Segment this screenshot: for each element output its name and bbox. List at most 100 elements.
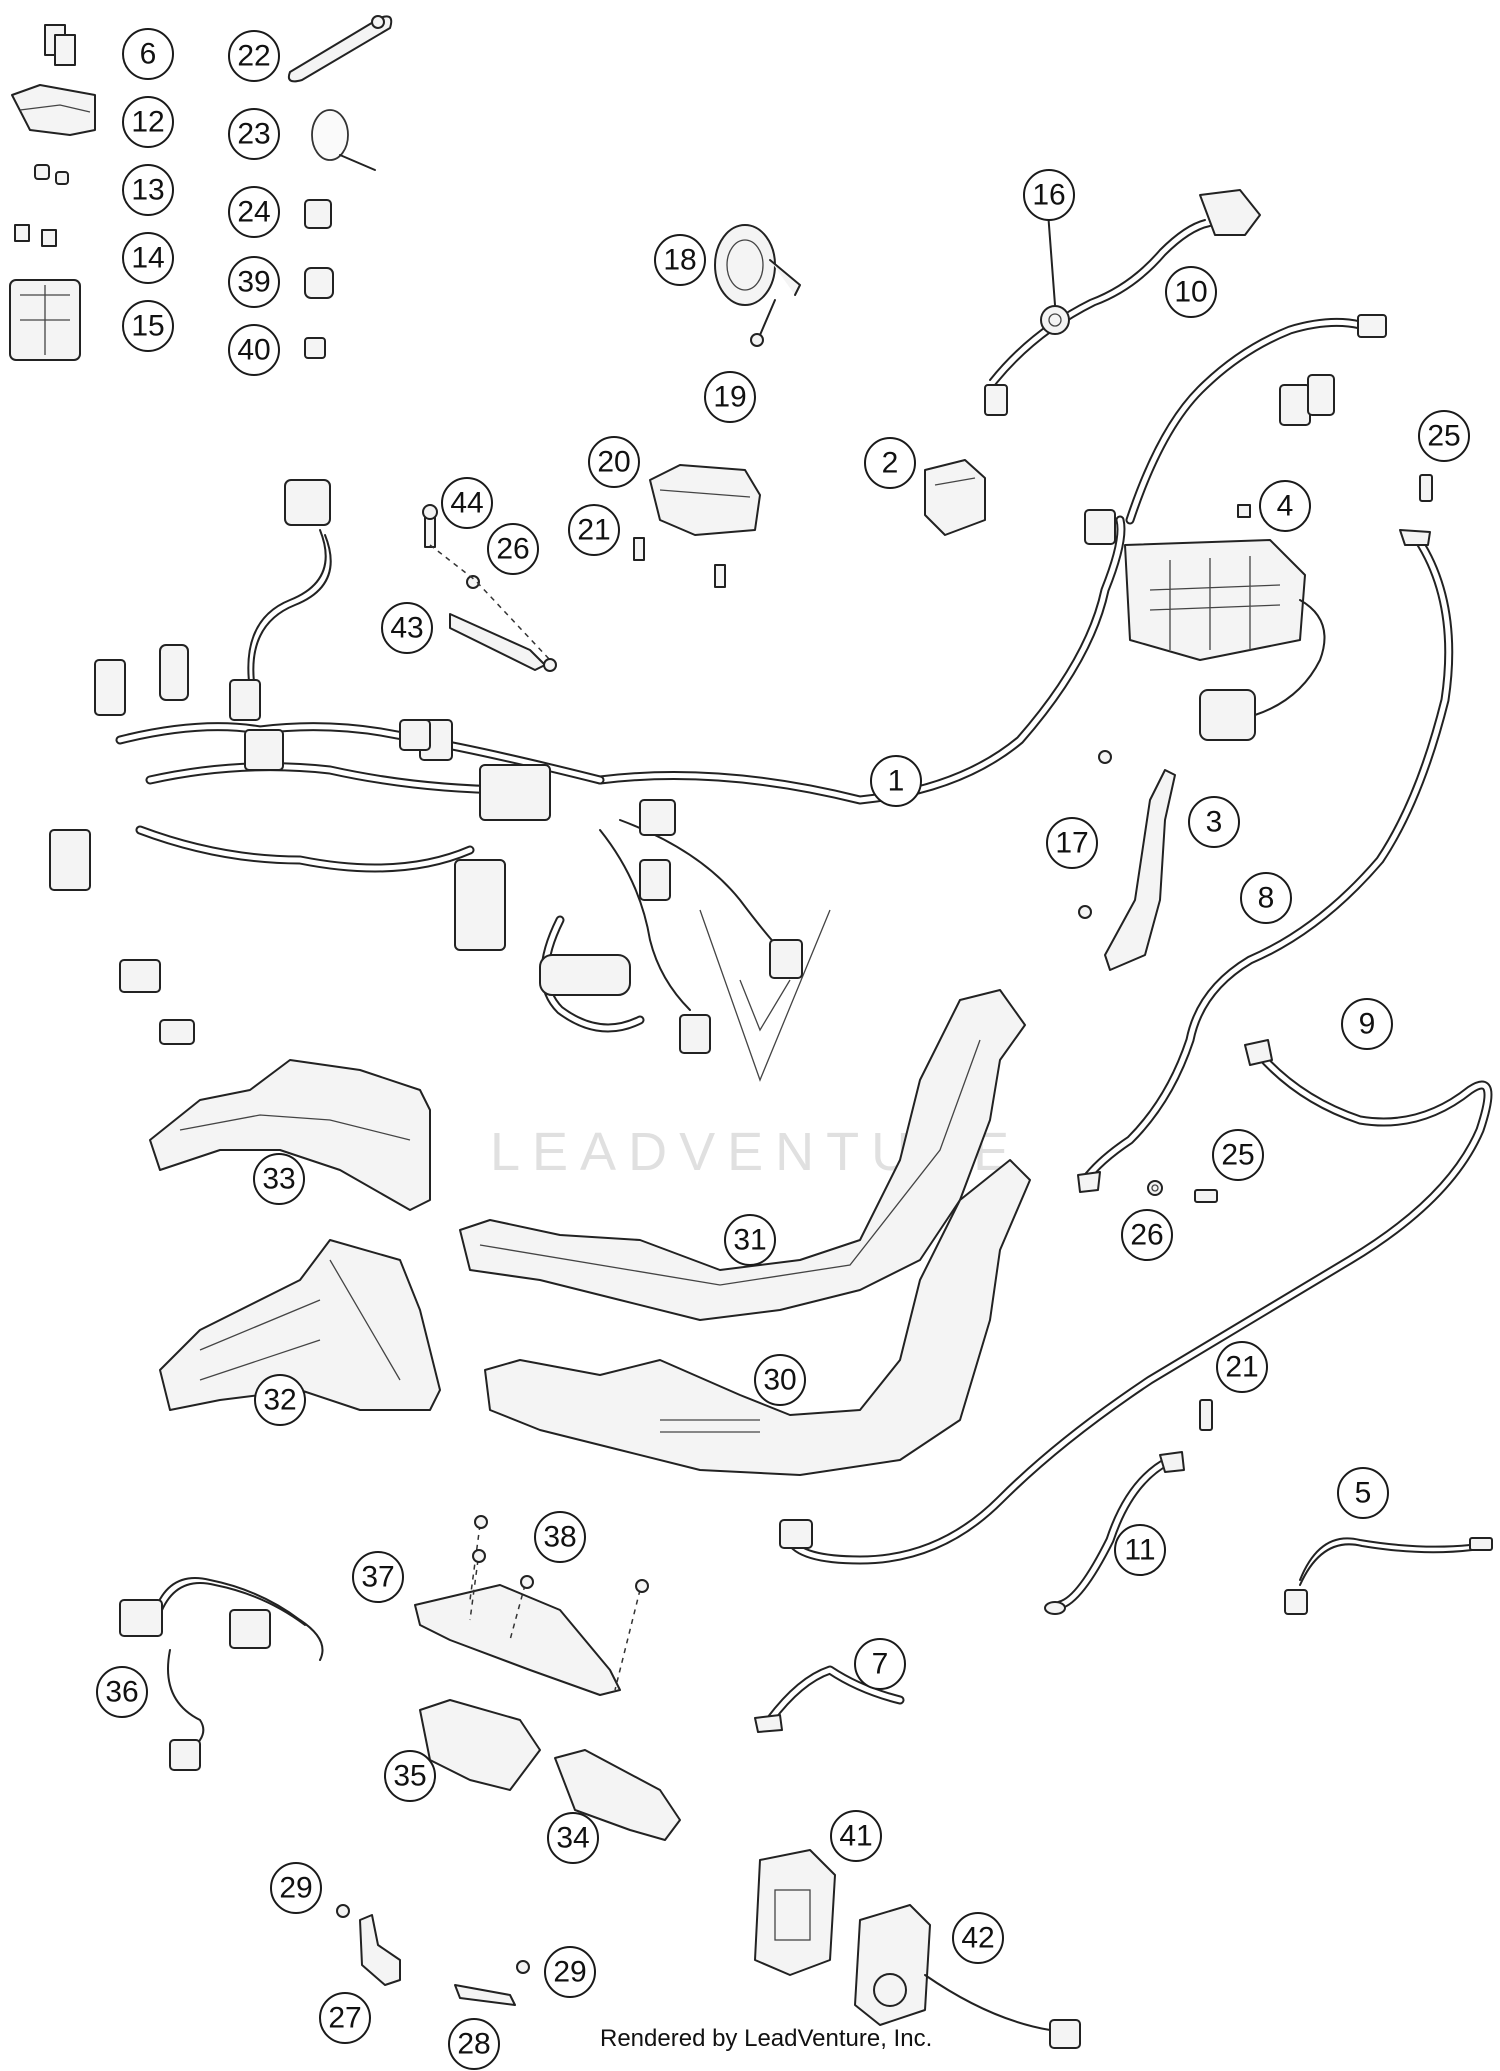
callout-29-a-label: 29 — [279, 1872, 312, 1905]
part-44-bolt — [422, 504, 438, 548]
callout-16: 16 — [1023, 169, 1075, 221]
callout-7: 7 — [854, 1638, 906, 1690]
callout-31-label: 31 — [733, 1224, 766, 1257]
callout-42: 42 — [952, 1912, 1004, 1964]
callout-27-label: 27 — [328, 2002, 361, 2035]
callout-20: 20 — [588, 436, 640, 488]
callout-1: 1 — [870, 755, 922, 807]
part-9-ground-cable — [779, 1039, 1493, 1565]
callout-43-label: 43 — [390, 612, 423, 645]
callout-31: 31 — [724, 1214, 776, 1266]
callout-26-mid-label: 26 — [1130, 1219, 1163, 1252]
callout-11: 11 — [1114, 1524, 1166, 1576]
part-41-cover — [754, 1849, 836, 1976]
callout-26-mid: 26 — [1121, 1209, 1173, 1261]
part-19-bolt — [750, 299, 776, 347]
callout-35: 35 — [384, 1750, 436, 1802]
callout-21-mid: 21 — [1216, 1341, 1268, 1393]
part-21-screw-mid — [1199, 1399, 1213, 1431]
callout-28-label: 28 — [457, 2028, 490, 2061]
part-29-screw-a — [336, 1904, 350, 1918]
callout-38: 38 — [534, 1511, 586, 1563]
callout-30: 30 — [754, 1354, 806, 1406]
part-10-sub-harness — [984, 189, 1261, 416]
callout-36-label: 36 — [105, 1676, 138, 1709]
part-36-sub-harness — [119, 1577, 324, 1771]
callout-19-label: 19 — [713, 381, 746, 414]
callout-29-b-label: 29 — [553, 1956, 586, 1989]
callout-25-top: 25 — [1418, 410, 1470, 462]
callout-24-label: 24 — [237, 196, 270, 229]
callout-33-label: 33 — [262, 1163, 295, 1196]
part-30-lower-cover — [484, 1159, 1031, 1476]
callout-32: 32 — [254, 1374, 306, 1426]
part-11-cable — [1044, 1451, 1185, 1615]
callout-40: 40 — [228, 324, 280, 376]
callout-5: 5 — [1337, 1467, 1389, 1519]
callout-27: 27 — [319, 1992, 371, 2044]
callout-20-label: 20 — [597, 446, 630, 479]
callout-18-label: 18 — [663, 244, 696, 277]
callout-40-label: 40 — [237, 334, 270, 367]
callout-14: 14 — [122, 232, 174, 284]
callout-43: 43 — [381, 602, 433, 654]
callout-25-mid-label: 25 — [1221, 1139, 1254, 1172]
part-8-battery-cable — [1077, 529, 1454, 1193]
callout-21-top: 21 — [568, 504, 620, 556]
part-22-tool — [287, 15, 393, 83]
callout-25-top-label: 25 — [1427, 420, 1460, 453]
callout-12: 12 — [122, 96, 174, 148]
render-credit: Rendered by LeadVenture, Inc. — [600, 2025, 932, 2052]
callout-8-label: 8 — [1258, 882, 1275, 915]
part-6-clip — [44, 24, 76, 66]
callout-30-label: 30 — [763, 1364, 796, 1397]
callout-10: 10 — [1165, 266, 1217, 318]
part-2-relay — [924, 459, 986, 536]
part-42-sensor — [854, 1904, 1081, 2049]
part-18-horn — [714, 224, 801, 306]
part-27-bracket — [359, 1914, 401, 1986]
part-3-bracket — [1104, 769, 1176, 971]
part-20-control-unit — [649, 464, 761, 536]
callout-4-label: 4 — [1277, 490, 1294, 523]
part-26-washer — [466, 575, 480, 589]
part-43-cable — [429, 544, 557, 672]
callout-2-label: 2 — [882, 447, 899, 480]
callout-12-label: 12 — [131, 106, 164, 139]
part-23-cable-tie — [311, 109, 376, 171]
part-5-sensor — [1284, 1537, 1493, 1615]
part-12-fuse-cover — [11, 84, 96, 136]
callout-3: 3 — [1188, 796, 1240, 848]
callout-34-label: 34 — [556, 1822, 589, 1855]
part-40-connector — [304, 337, 326, 359]
callout-41-label: 41 — [839, 1820, 872, 1853]
callout-22: 22 — [228, 30, 280, 82]
callout-37-label: 37 — [361, 1561, 394, 1594]
callout-8: 8 — [1240, 872, 1292, 924]
part-17-screws — [1078, 750, 1112, 919]
callout-19: 19 — [704, 371, 756, 423]
callout-5-label: 5 — [1355, 1477, 1372, 1510]
part-28-bracket — [454, 1984, 516, 2006]
callout-4: 4 — [1259, 480, 1311, 532]
callout-39: 39 — [228, 256, 280, 308]
callout-29-a: 29 — [270, 1862, 322, 1914]
callout-26-top-label: 26 — [496, 533, 529, 566]
callout-34: 34 — [547, 1812, 599, 1864]
callout-22-label: 22 — [237, 40, 270, 73]
callout-6-label: 6 — [140, 38, 157, 71]
part-15-relay-box — [9, 279, 81, 361]
callout-38-label: 38 — [543, 1521, 576, 1554]
callout-2: 2 — [864, 437, 916, 489]
callout-23: 23 — [228, 108, 280, 160]
part-37-bracket — [414, 1584, 621, 1696]
callout-44: 44 — [441, 477, 493, 529]
part-16-grommet — [1040, 211, 1070, 335]
callout-39-label: 39 — [237, 266, 270, 299]
callout-10-label: 10 — [1174, 276, 1207, 309]
part-7-cable — [754, 1665, 905, 1733]
part-29-screw-b — [516, 1960, 530, 1974]
callout-15: 15 — [122, 300, 174, 352]
callout-25-mid: 25 — [1212, 1129, 1264, 1181]
